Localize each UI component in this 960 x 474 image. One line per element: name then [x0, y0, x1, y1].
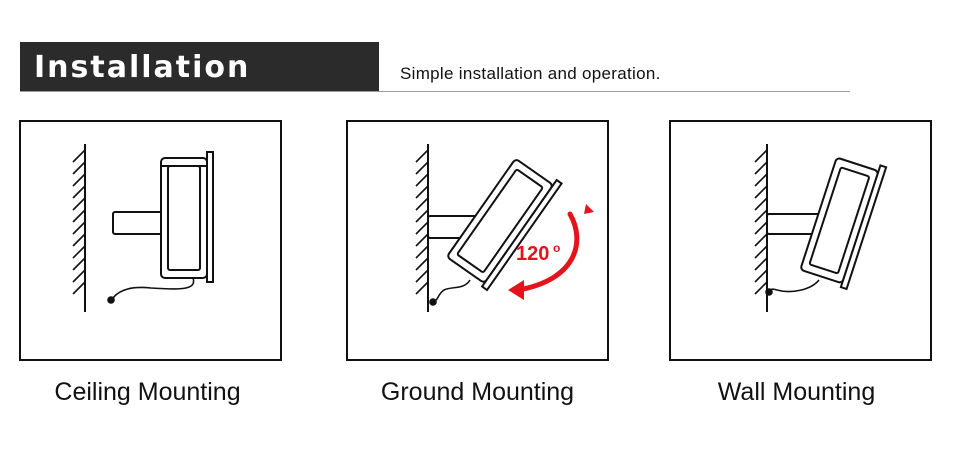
floodlight-body — [447, 159, 563, 292]
ceiling-mounting-caption: Ceiling Mounting — [54, 378, 241, 406]
rotation-angle-value: 120 — [516, 243, 549, 265]
wall-mounting-illustration — [754, 144, 888, 312]
power-cable — [765, 279, 820, 296]
wall-mounting-panel — [669, 120, 932, 361]
wall-surface — [72, 144, 86, 312]
ceiling-mounting-panel — [19, 120, 282, 361]
ground-mounting-panel: 120 o — [346, 120, 609, 361]
page-subtitle: Simple installation and operation. — [400, 64, 661, 83]
floodlight-body — [160, 151, 214, 283]
power-cable — [429, 279, 471, 306]
page-title: Installation — [34, 50, 251, 85]
rotation-arrowhead-top — [584, 204, 594, 214]
wall-surface — [415, 144, 429, 312]
power-cable — [107, 277, 195, 304]
ground-mounting-illustration: 120 o — [415, 144, 594, 312]
rotation-angle-unit: o — [553, 241, 560, 255]
wall-mounting-caption: Wall Mounting — [717, 378, 876, 406]
floodlight-body — [800, 157, 888, 291]
header-bar — [20, 42, 379, 92]
rotation-arrowhead-bottom — [508, 280, 524, 300]
wall-surface — [754, 144, 768, 312]
ceiling-mounting-illustration — [72, 144, 214, 312]
ground-mounting-caption: Ground Mounting — [380, 378, 575, 406]
header-divider — [20, 91, 850, 92]
rotation-arrow — [515, 211, 580, 293]
